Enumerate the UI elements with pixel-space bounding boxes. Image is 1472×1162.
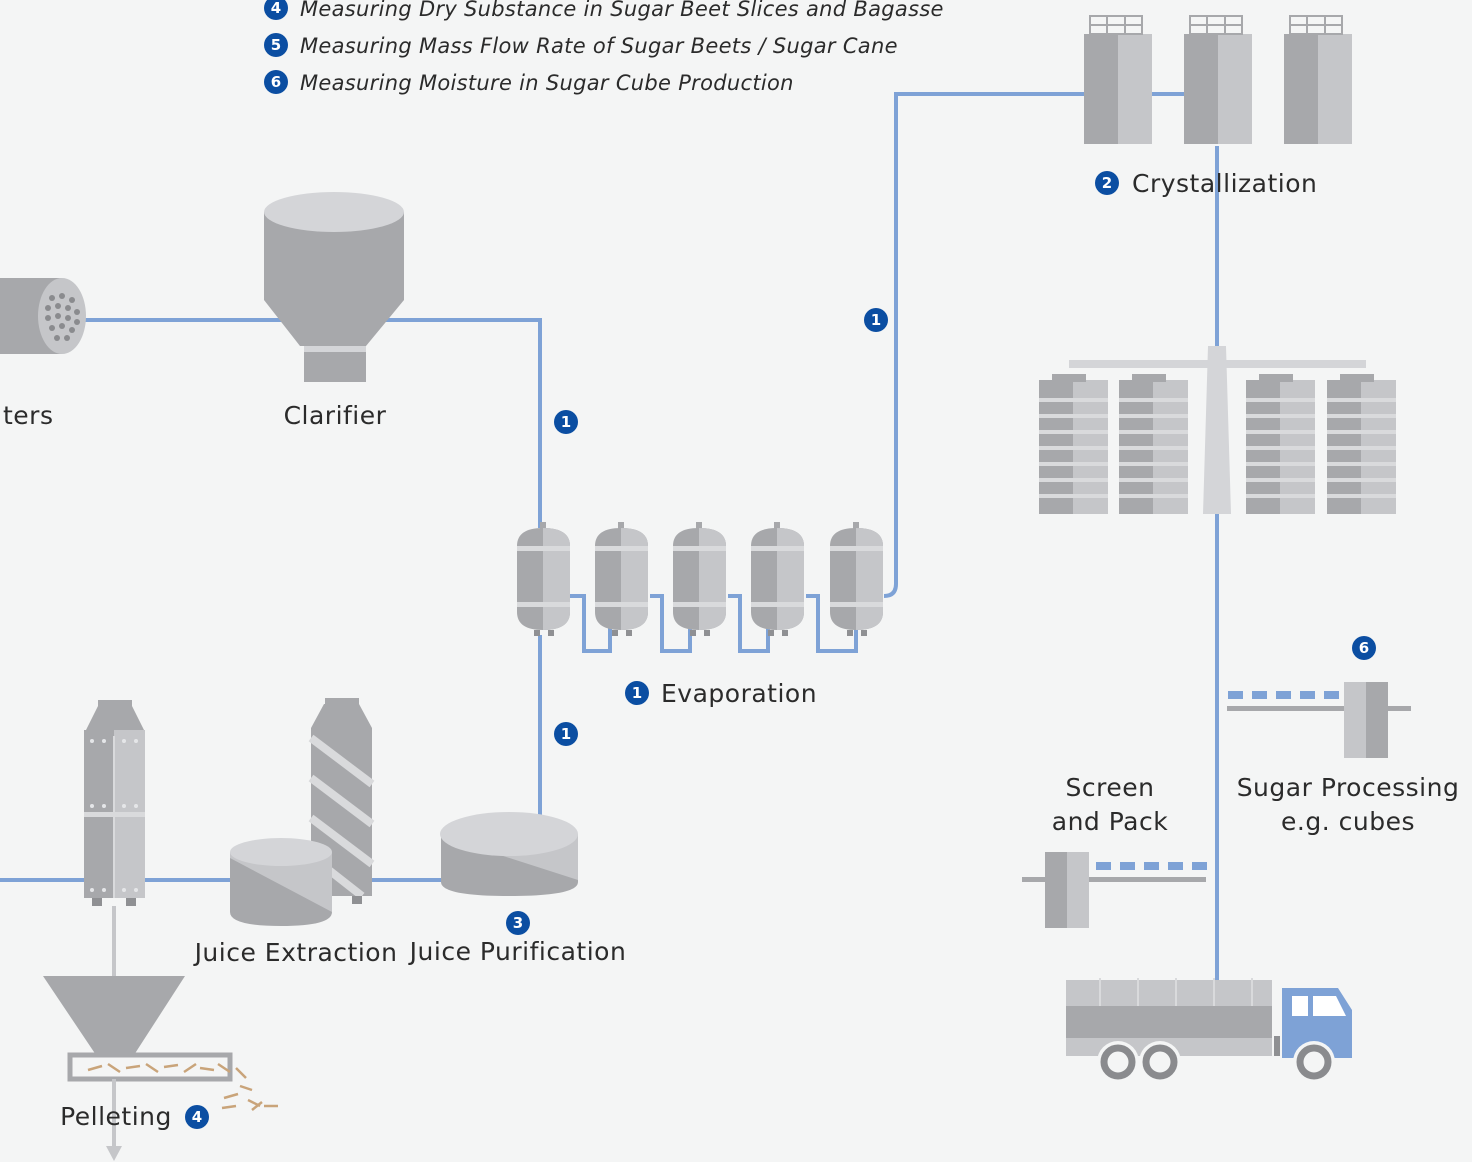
legend-item: 4 Measuring Dry Substance in Sugar Beet … [264,0,944,21]
juice-extraction-equipment [230,698,375,926]
juice-extraction-label: Juice Extraction [193,938,398,967]
measurement-marker: 1 [561,725,571,743]
juice-purification-stage-label: 3 Juice Purification [408,911,627,966]
measurement-marker: 1 [871,311,881,329]
screen-pack-machine [1022,852,1207,928]
crystallization-stage-label: 2 Crystallization [1095,169,1317,198]
pipe-evaporation-crystallization [883,92,1084,598]
crystallizers-equipment [1084,15,1352,144]
pelleting-marker: 4 [192,1108,202,1126]
sugar-processing-marker: 6 [1359,639,1369,657]
evaporation-marker: 1 [632,684,642,702]
screen-pack-label-line2: and Pack [1052,807,1168,836]
pipe-marker-clarifier-evaporation: 1 [554,410,578,434]
pipe-evaporation-links [570,594,858,653]
legend-marker: 6 [271,73,281,91]
evaporators-equipment [517,522,883,636]
legend-marker: 4 [271,0,281,17]
sugar-processing-stage-label: 6 Sugar Processing e.g. cubes [1237,636,1460,836]
pipes [0,92,1219,980]
legend-text: Measuring Mass Flow Rate of Sugar Beets … [300,34,898,58]
pelleting-equipment [43,906,278,1161]
evaporation-stage-label: 1 Evaporation [625,679,817,708]
legend-item: 6 Measuring Moisture in Sugar Cube Produ… [264,70,794,95]
legend-item: 5 Measuring Mass Flow Rate of Sugar Beet… [264,33,898,58]
legend-text: Measuring Moisture in Sugar Cube Product… [300,71,794,95]
pipe-marker-purification-evaporation: 1 [554,722,578,746]
sugar-processing-machine [1227,682,1411,758]
centrifuges-equipment [1039,346,1396,514]
clarifier-label: Clarifier [284,401,387,430]
truck [1066,978,1352,1083]
measurement-marker: 1 [561,413,571,431]
crystallization-marker: 2 [1102,174,1112,192]
juice-purification-equipment [440,812,578,896]
sugar-processing-label: Sugar Processing [1237,773,1460,802]
pelleting-label: Pelleting [60,1102,172,1131]
pipe-marker-evaporation-crystallization: 1 [864,308,888,332]
legend-marker: 5 [271,36,281,54]
evaporation-label: Evaporation [661,679,817,708]
juice-purification-marker: 3 [513,914,523,932]
clarifier-equipment [264,192,404,382]
sugar-processing-sublabel: e.g. cubes [1281,807,1415,836]
filters-equipment [0,278,86,354]
legend: 4 Measuring Dry Substance in Sugar Beet … [264,0,944,95]
pelleting-stage-label: Pelleting 4 [60,1102,209,1131]
crystallization-label: Crystallization [1132,169,1317,198]
legend-text: Measuring Dry Substance in Sugar Beet Sl… [300,0,944,21]
filters-label: ters [3,401,54,430]
pipe-clarifier-evaporation [360,318,542,528]
screen-pack-label-line1: Screen [1066,773,1155,802]
screen-pack-stage-label: Screen and Pack [1052,773,1168,836]
juice-purification-label: Juice Purification [408,937,627,966]
pulp-press-tower [84,700,145,906]
